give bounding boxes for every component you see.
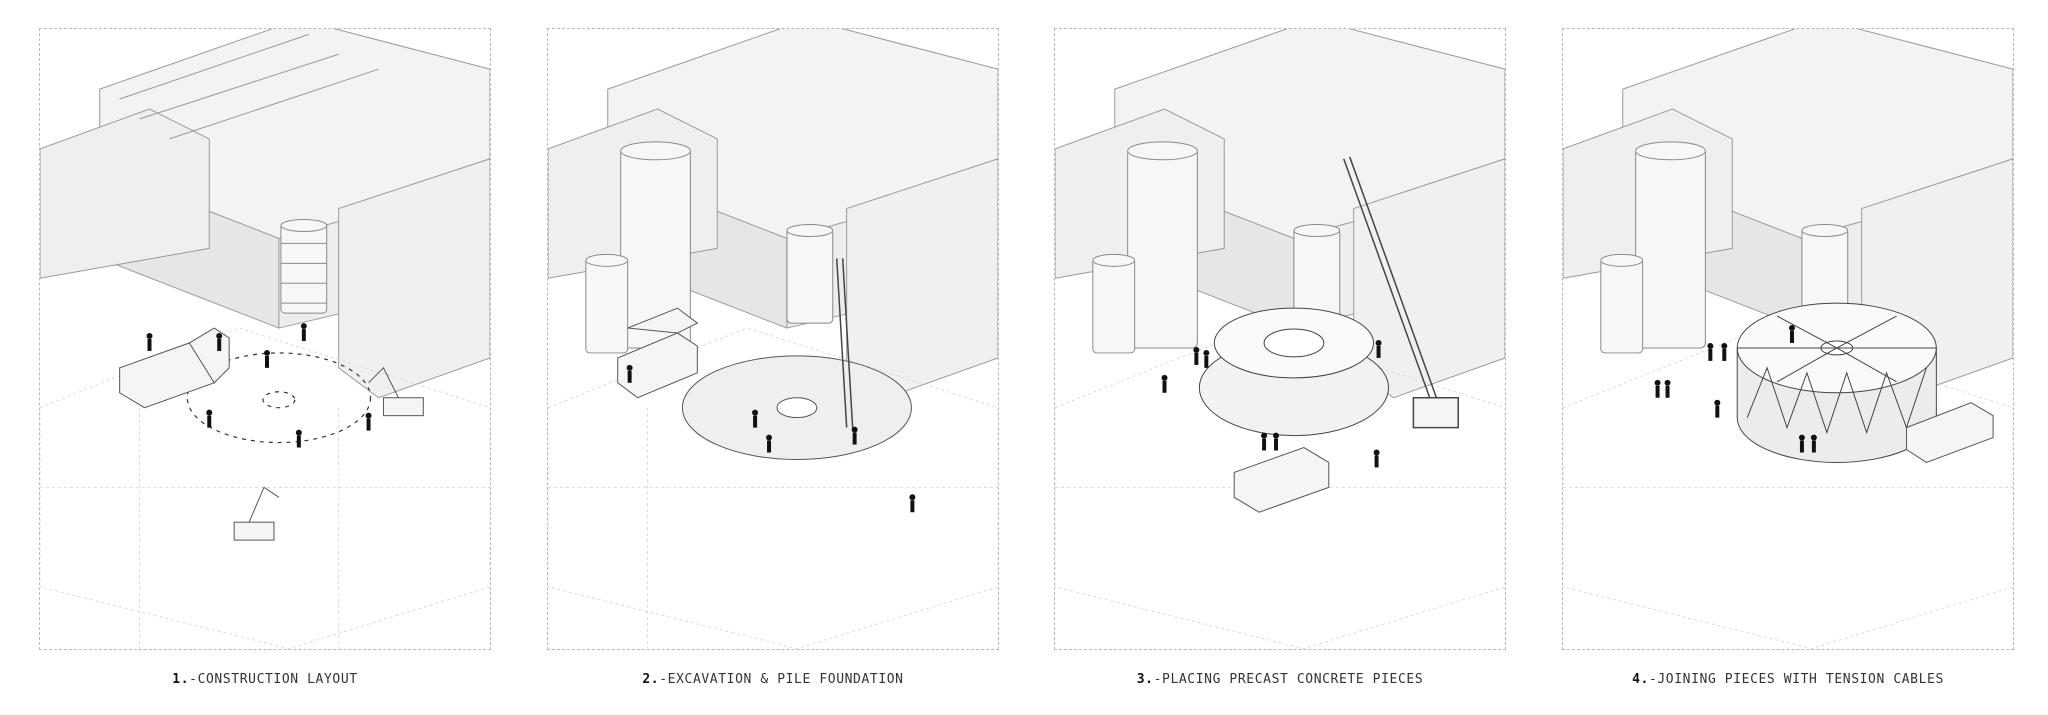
step-title: -CONSTRUCTION LAYOUT: [189, 672, 358, 687]
illustration-placing-precast: [1055, 29, 1505, 649]
ring-structure-icon: [1198, 307, 1390, 437]
ring-structure-icon: [1736, 302, 1937, 463]
step-number: 2.: [642, 672, 660, 687]
illustration-tension-cables: [1563, 29, 2013, 649]
panel-step-4: [1562, 28, 2014, 650]
step-number: 4.: [1632, 672, 1649, 687]
caption-step-1: 1.-CONSTRUCTION LAYOUT: [39, 672, 491, 687]
caption-step-4: 4.-JOINING PIECES WITH TENSION CABLES: [1562, 672, 2014, 687]
crane-icon: [1343, 156, 1459, 429]
step-number: 1.: [172, 672, 190, 687]
step-title: -EXCAVATION & PILE FOUNDATION: [659, 672, 904, 687]
truck-icon: [1233, 446, 1330, 513]
ground-grid: [548, 327, 998, 649]
illustration-excavation: [548, 29, 998, 649]
silo-icon: [1092, 141, 1341, 354]
illustration-construction-layout: [40, 29, 490, 649]
background-buildings: [1055, 29, 1505, 399]
step-title: -PLACING PRECAST CONCRETE PIECES: [1153, 672, 1424, 687]
panel-step-2: [547, 28, 999, 650]
person-icon: [626, 364, 916, 513]
truck-icon: [617, 307, 699, 399]
person-icon: [1161, 339, 1382, 468]
silo-icon: [1600, 141, 1849, 354]
excavation-pit: [681, 355, 912, 460]
step-title: -JOINING PIECES WITH TENSION CABLES: [1648, 672, 1944, 687]
layout-circle: [186, 352, 372, 444]
panel-step-1: [39, 28, 491, 650]
person-icon: [146, 323, 372, 448]
truck-icon: [1905, 402, 1994, 464]
silo-icon: [585, 141, 834, 354]
excavator-icon: [233, 367, 424, 541]
caption-step-3: 3.-PLACING PRECAST CONCRETE PIECES: [1054, 672, 1506, 687]
ground-grid: [40, 327, 490, 649]
person-icon: [1654, 325, 1817, 453]
caption-step-2: 2.-EXCAVATION & PILE FOUNDATION: [547, 672, 999, 687]
silo-icon: [280, 219, 328, 314]
crane-icon: [835, 258, 854, 428]
panel-step-3: [1054, 28, 1506, 650]
truck-icon: [119, 327, 230, 409]
step-number: 3.: [1136, 672, 1154, 687]
background-buildings: [40, 29, 490, 399]
